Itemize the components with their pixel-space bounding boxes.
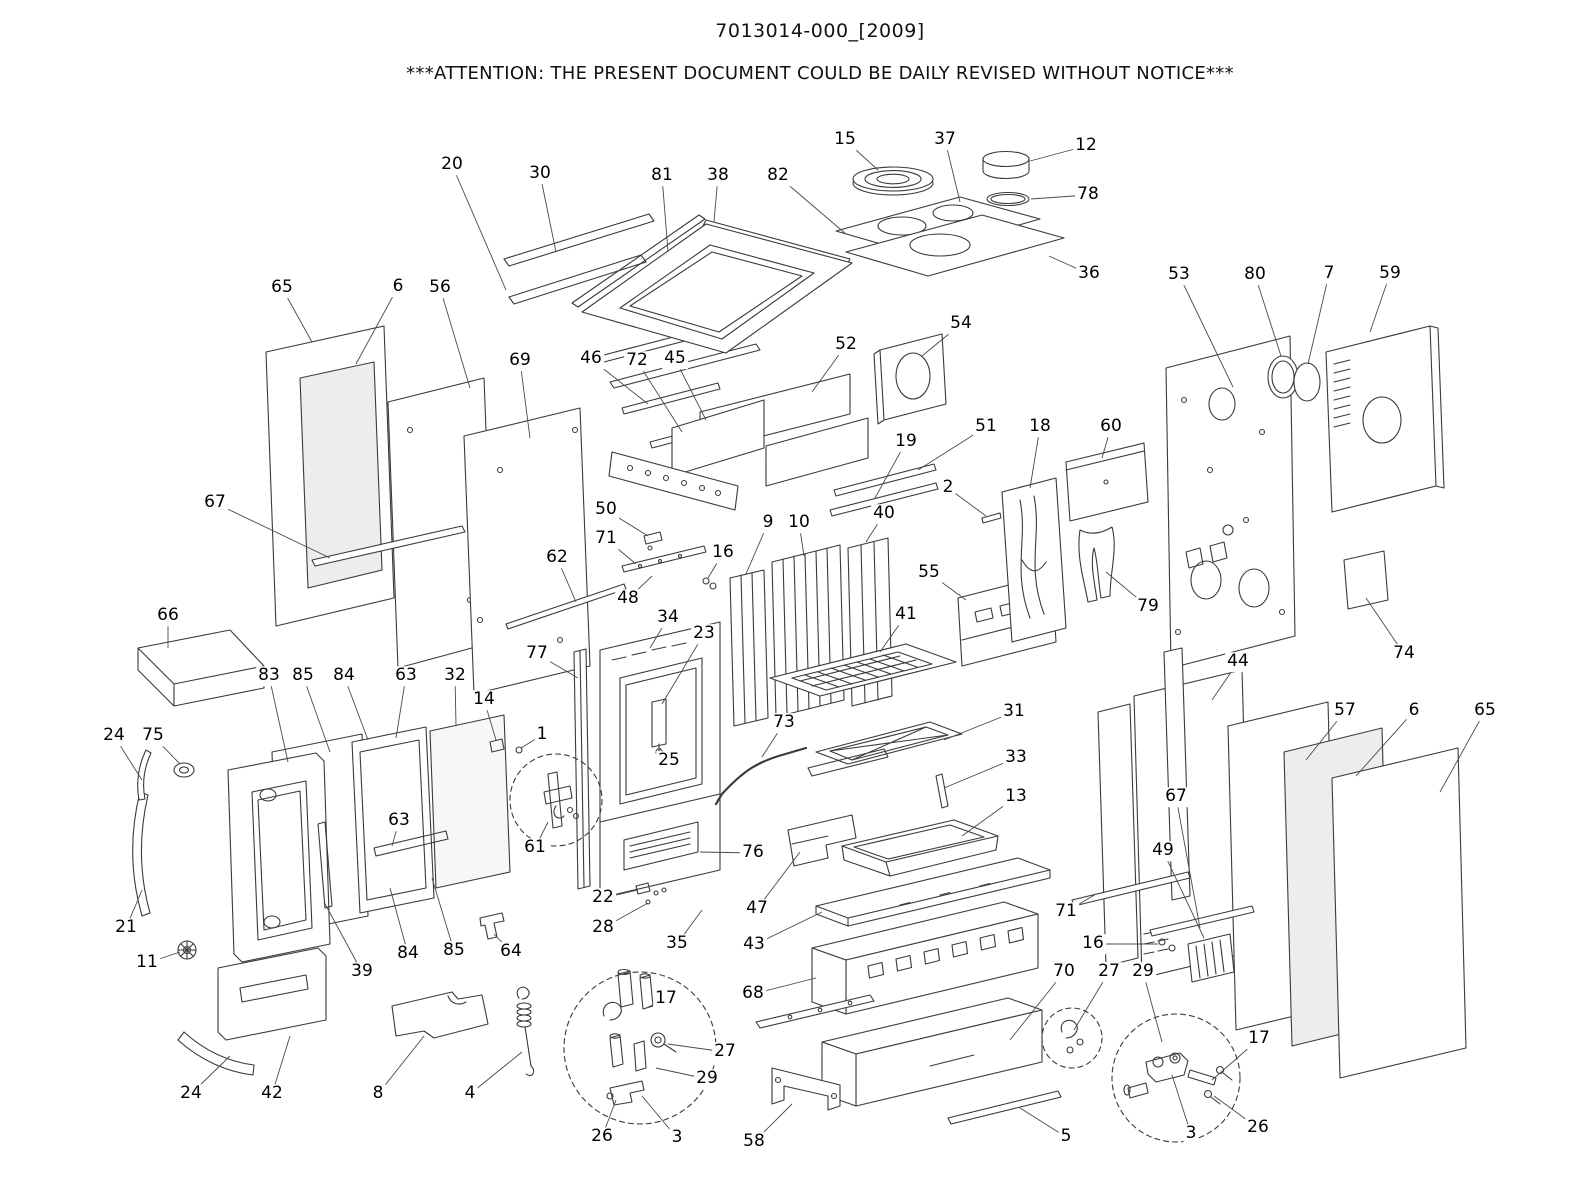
top-plates [835,196,1065,277]
hood-deflector [137,629,265,707]
right-rear-panel [1325,325,1445,513]
latch-detail-circle [509,753,603,847]
top-frame-assembly [571,214,853,354]
ash-tray [841,819,999,877]
base-box [755,901,1039,1029]
narrow-panel [1097,703,1139,967]
hardware-detail-circle-left [563,968,717,1125]
drawer [821,997,1043,1107]
burner-rings [852,166,934,196]
small-plate [1343,550,1389,610]
long-rod [505,583,627,630]
bottom-shelf [815,857,1051,927]
grate [769,643,957,697]
attention-notice: ***ATTENTION: THE PRESENT DOCUMENT COULD… [406,63,1234,84]
left-door-assembly [227,714,523,963]
flue-cap [982,150,1030,207]
rear-panel [1165,335,1296,669]
curved-side-casting [1001,442,1149,643]
mid-rails-plates [608,373,939,517]
left-side-panels [265,325,591,695]
small-fasteners [621,512,1002,590]
small-side-panel [873,333,947,425]
baffle-and-spring [391,912,535,1077]
left-rail [311,525,466,567]
bottom-rails [771,1067,1062,1125]
left-trims [132,749,327,1076]
center-door-assembly [573,621,721,905]
firebox-columns [729,537,893,727]
document-code: 7013014-000_[2009] [715,20,925,42]
hardware-detail-circle-right [1041,1007,1241,1143]
flue-rings [1267,355,1321,402]
support-frame [714,721,963,867]
right-side-panels [1133,669,1467,1079]
